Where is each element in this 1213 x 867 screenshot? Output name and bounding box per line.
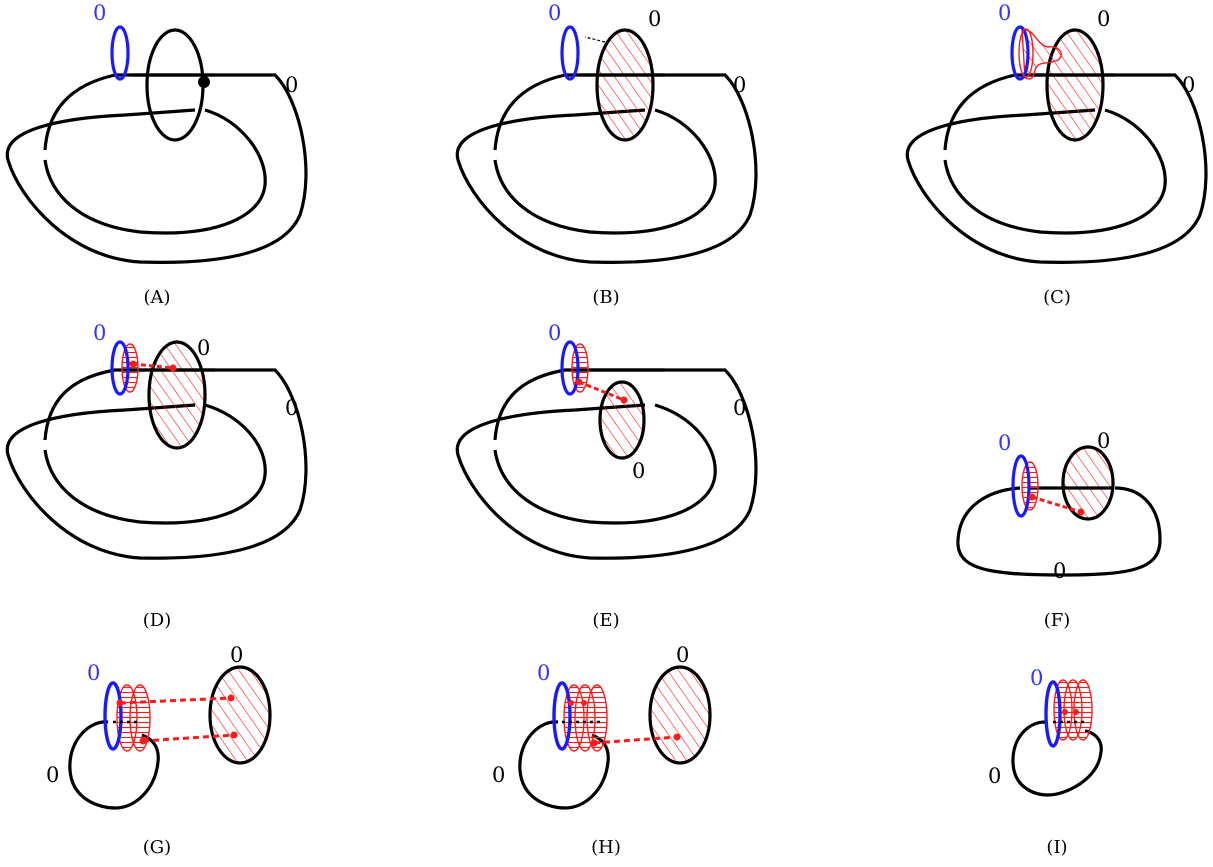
arc-endpoint xyxy=(1028,493,1036,501)
framing-label-knot: 0 xyxy=(1053,559,1066,583)
caption-e: (E) xyxy=(592,610,620,631)
knot-inner-strand xyxy=(43,108,267,235)
arc-endpoint xyxy=(590,739,598,747)
framing-label-circle: 0 xyxy=(197,336,210,360)
caption-i: (I) xyxy=(1046,837,1068,858)
framing-label-blue: 0 xyxy=(998,431,1011,455)
knot-outer-strand xyxy=(5,368,308,560)
framing-label-circle: 0 xyxy=(632,459,645,483)
panel-a: 0 0 xyxy=(5,1,308,264)
arc-endpoint xyxy=(568,700,574,706)
arc-endpoint xyxy=(1077,508,1085,516)
hatched-disk xyxy=(1045,28,1105,142)
framing-label-blue: 0 xyxy=(548,321,561,345)
arc-endpoint xyxy=(575,378,583,386)
hatched-disk xyxy=(595,28,655,142)
blue-circle xyxy=(560,25,580,81)
hatched-disk xyxy=(598,380,646,460)
knot-outer-strand xyxy=(455,368,758,560)
framing-label-blue: 0 xyxy=(93,1,106,25)
blue-circle xyxy=(103,681,123,751)
panel-e: 0 0 0 xyxy=(455,321,758,560)
arc-endpoint xyxy=(129,360,137,368)
blue-circle xyxy=(110,340,130,396)
arc-endpoint xyxy=(227,694,235,702)
arc-endpoint xyxy=(139,737,147,745)
framing-label-blue: 0 xyxy=(548,1,561,25)
dashed-arc xyxy=(132,362,174,370)
blue-circle xyxy=(552,681,572,751)
hatched-disk xyxy=(648,665,712,765)
dashed-arc-upper xyxy=(119,696,232,705)
caption-b: (B) xyxy=(592,287,620,308)
blue-circle xyxy=(560,340,580,396)
arc-endpoint xyxy=(116,699,124,707)
knot-inner-strand xyxy=(493,108,717,235)
dashed-arc xyxy=(1031,495,1082,514)
knot-strand xyxy=(68,720,160,810)
blue-circle xyxy=(1011,454,1031,518)
arc-endpoint xyxy=(169,364,177,372)
framing-label-circle: 0 xyxy=(648,7,661,31)
framing-label-blue: 0 xyxy=(998,1,1011,25)
knot-inner-strand xyxy=(943,108,1167,235)
caption-d: (D) xyxy=(142,610,172,631)
caption-f: (F) xyxy=(1043,610,1071,631)
panel-f: 0 0 0 xyxy=(956,429,1162,583)
red-circle xyxy=(1018,28,1034,78)
dotted-circle xyxy=(145,28,205,142)
knot-strand xyxy=(1011,720,1103,797)
blue-circle xyxy=(1044,680,1062,748)
framing-label-knot: 0 xyxy=(733,396,746,420)
arc-endpoint xyxy=(581,700,587,706)
panel-c: 0 0 0 xyxy=(905,1,1208,264)
framing-label-circle: 0 xyxy=(676,643,689,667)
framing-label-knot: 0 xyxy=(285,73,298,97)
framing-label-blue: 0 xyxy=(93,321,106,345)
panel-g: 0 0 0 xyxy=(46,643,272,810)
knot-strand xyxy=(518,720,610,810)
framing-label-blue: 0 xyxy=(1030,666,1043,690)
caption-h: (H) xyxy=(591,837,621,858)
dot-marker xyxy=(198,76,210,88)
caption-c: (C) xyxy=(1043,287,1071,308)
framing-label-knot: 0 xyxy=(285,396,298,420)
panel-d: 0 0 0 xyxy=(5,321,308,560)
arc-endpoint xyxy=(1073,709,1079,715)
blue-circle xyxy=(1010,25,1030,81)
framing-label-circle: 0 xyxy=(1097,7,1110,31)
framing-label-knot: 0 xyxy=(988,764,1001,788)
hatched-disk xyxy=(208,665,272,765)
knot-inner-strand xyxy=(493,403,717,525)
panel-h: 0 0 0 xyxy=(492,643,712,810)
framing-label-blue: 0 xyxy=(87,661,100,685)
framing-label-knot: 0 xyxy=(492,763,505,787)
panel-i: 0 0 xyxy=(988,666,1103,797)
dashed-arc-lower xyxy=(142,733,235,743)
framing-label-knot: 0 xyxy=(46,763,59,787)
knot-strand xyxy=(956,486,1162,577)
framing-label-circle: 0 xyxy=(230,643,243,667)
framing-label-blue: 0 xyxy=(537,661,550,685)
blue-circle xyxy=(110,25,130,81)
hatched-disk xyxy=(1061,445,1115,521)
arc-endpoint xyxy=(673,733,681,741)
dashed-arc xyxy=(578,380,625,402)
arc-endpoint xyxy=(1062,709,1068,715)
dashed-arrow xyxy=(584,36,606,43)
caption-g: (G) xyxy=(142,837,172,858)
knot-inner-strand xyxy=(43,403,267,525)
dashed-arc xyxy=(593,735,678,745)
framing-label-circle: 0 xyxy=(1097,429,1110,453)
panel-b: 0 0 0 xyxy=(455,1,758,264)
framing-label-knot: 0 xyxy=(1182,73,1195,97)
red-hatched-disk xyxy=(121,343,139,393)
framing-label-knot: 0 xyxy=(733,73,746,97)
arc-endpoint xyxy=(230,731,238,739)
caption-a: (A) xyxy=(143,287,171,308)
arc-endpoint xyxy=(620,396,628,404)
